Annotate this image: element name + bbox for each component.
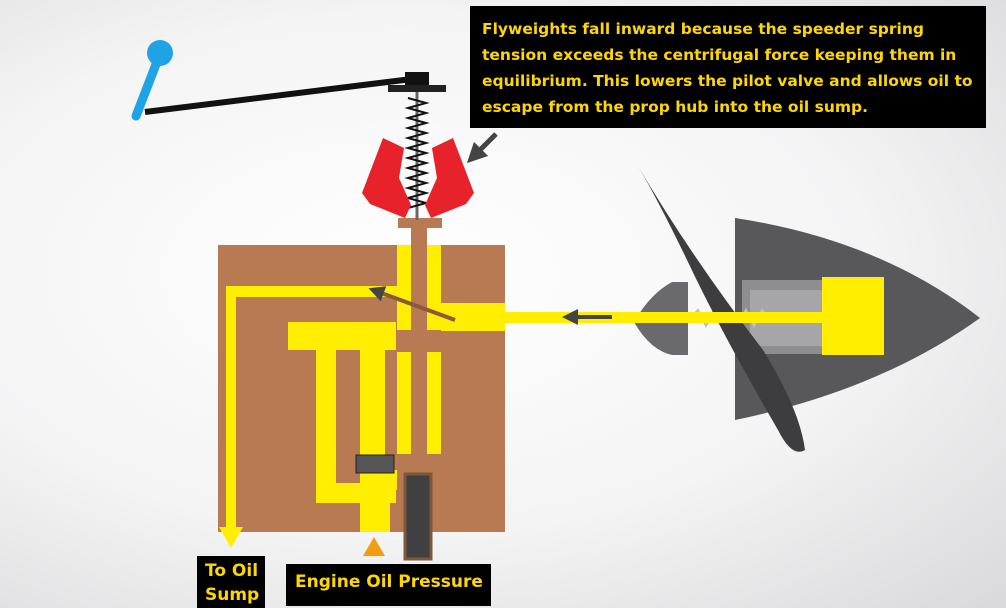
explanation-callout: Flyweights fall inward because the speed… [470,6,986,128]
oil-passage-pressure-inlet [360,490,390,532]
oil-passage-sump-horizontal [226,286,436,297]
sump-flow-arrow [219,527,243,548]
oil-sump-label-line1: To Oil [205,561,259,581]
engine-oil-pressure-label: Engine Oil Pressure [286,564,491,606]
pilot-valve-lower-land [397,454,441,472]
oil-passage-sump-vertical [226,286,236,530]
prop-piston [822,277,884,355]
flyweight-right [425,138,474,218]
speeder-spring-bracket [388,85,446,92]
propeller-assembly [634,166,980,452]
oil-flow-arrow-body [368,286,456,322]
pilot-valve [397,218,442,472]
flyweight-cup-base [398,218,442,228]
oil-passage-left-inner [360,350,385,470]
pump-gear [355,454,395,474]
oil-passage-hub-port [420,303,505,331]
flyweight-left [362,138,411,218]
oil-sump-label: To Oil Sump [197,556,265,608]
propeller-blade [638,166,805,452]
pressure-arrow-icon [363,537,385,556]
drive-shaft [403,472,433,561]
control-lever-knob [147,40,173,66]
speeder-spring [404,97,430,209]
oil-line-to-hub [505,312,830,323]
oil-passage-pump-outlet [360,470,397,490]
oil-sump-label-line2: Sump [205,585,260,605]
engine-oil-pressure-text: Engine Oil Pressure [295,572,483,592]
oil-passage-left-outer [316,350,336,503]
control-linkage-rod [144,76,413,115]
callout-pointer-arrow [466,132,498,164]
oil-passage-left-loop-top [288,322,396,350]
pilot-valve-upper-land [397,330,441,352]
explanation-text: Flyweights fall inward because the speed… [482,20,973,116]
